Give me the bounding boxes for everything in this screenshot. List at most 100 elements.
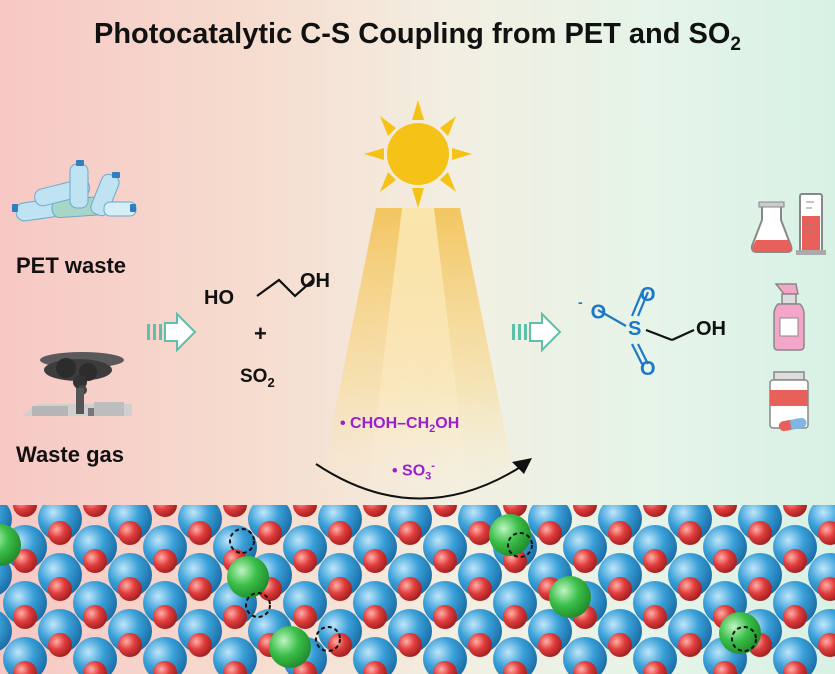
- red-atom: [328, 577, 352, 601]
- red-atom: [783, 605, 807, 629]
- red-atom: [363, 661, 387, 674]
- red-atom: [188, 521, 212, 545]
- ho-group: HO: [204, 287, 234, 309]
- red-atom: [118, 521, 142, 545]
- red-atom: [363, 605, 387, 629]
- red-atom: [783, 505, 807, 517]
- red-atom: [713, 661, 737, 674]
- red-atom: [48, 521, 72, 545]
- red-atom: [83, 549, 107, 573]
- o-bottom-atom: O: [640, 358, 656, 380]
- waste-gas-label: Waste gas: [16, 442, 125, 467]
- capsule-icon: [778, 417, 807, 432]
- red-atom: [398, 577, 422, 601]
- red-atom: [258, 521, 282, 545]
- red-atom: [153, 661, 177, 674]
- oh-group: OH: [300, 270, 330, 292]
- red-atom: [678, 577, 702, 601]
- sun-icon: [364, 100, 472, 208]
- catalyst-surface: [0, 505, 835, 674]
- red-atom: [433, 661, 457, 674]
- red-atom: [643, 505, 667, 517]
- red-atom: [223, 505, 247, 517]
- red-atom: [293, 549, 317, 573]
- o-minus-atom: -O: [578, 294, 607, 324]
- product-oh-group: OH: [696, 318, 726, 340]
- red-atom: [433, 605, 457, 629]
- green-atom: [269, 626, 311, 668]
- red-atom: [293, 505, 317, 517]
- red-atom: [503, 505, 527, 517]
- red-atom: [48, 633, 72, 657]
- so2-sub: 2: [267, 374, 275, 390]
- oxygen-vacancy: [315, 626, 341, 652]
- plus-sign: +: [254, 321, 267, 346]
- red-atom: [13, 661, 37, 674]
- red-atom: [153, 549, 177, 573]
- blue-atom: [213, 637, 257, 674]
- blue-atom: [633, 637, 677, 674]
- red-atom: [713, 505, 737, 517]
- smokestack-icon: [22, 352, 132, 416]
- red-atom: [118, 577, 142, 601]
- graduated-cylinder-icon: [796, 193, 826, 255]
- red-atom: [223, 605, 247, 629]
- red-atom: [118, 633, 142, 657]
- red-atom: [538, 521, 562, 545]
- blue-atom: [493, 637, 537, 674]
- red-atom: [643, 549, 667, 573]
- so2-main: SO: [240, 366, 268, 387]
- red-atom: [363, 549, 387, 573]
- blue-atom: [353, 637, 397, 674]
- plastic-bottles-icon: [12, 160, 137, 222]
- red-atom: [83, 661, 107, 674]
- red-atom: [818, 521, 835, 545]
- pet-waste-label: PET waste: [16, 253, 127, 278]
- blue-atom: [563, 637, 607, 674]
- flask-icon: [750, 201, 793, 253]
- oxygen-vacancy: [507, 532, 533, 558]
- red-atom: [13, 549, 37, 573]
- green-atom: [489, 514, 531, 556]
- red-atom: [783, 549, 807, 573]
- green-atom: [719, 612, 761, 654]
- product-structure: [597, 291, 695, 365]
- red-atom: [223, 661, 247, 674]
- red-atom: [83, 605, 107, 629]
- red-atom: [328, 521, 352, 545]
- charge-minus: -: [578, 294, 583, 310]
- red-atom: [48, 577, 72, 601]
- red-atom: [573, 661, 597, 674]
- red-atom: [188, 633, 212, 657]
- blue-atom: [0, 611, 12, 651]
- red-atom: [748, 577, 772, 601]
- page-title: Photocatalytic C-S Coupling from PET and…: [93, 18, 741, 55]
- red-atom: [13, 505, 37, 517]
- spray-bottle-icon: [773, 283, 805, 351]
- red-atom: [468, 577, 492, 601]
- red-atom: [678, 521, 702, 545]
- red-atom: [608, 577, 632, 601]
- red-atom: [643, 661, 667, 674]
- red-atom: [818, 577, 835, 601]
- red-atom: [538, 633, 562, 657]
- radical-glycol: • CHOH–CH2OH: [340, 415, 460, 436]
- application-icons: [750, 193, 826, 432]
- red-atom: [573, 505, 597, 517]
- red-atom: [188, 577, 212, 601]
- green-atom: [549, 576, 591, 618]
- red-atom: [608, 633, 632, 657]
- red-atom: [433, 505, 457, 517]
- red-atom: [643, 605, 667, 629]
- red-atom: [433, 549, 457, 573]
- output-arrow-icon: [512, 312, 562, 352]
- red-atom: [363, 505, 387, 517]
- blue-atom: [423, 637, 467, 674]
- red-atom: [748, 521, 772, 545]
- red-atom: [783, 661, 807, 674]
- blue-atom: [73, 637, 117, 674]
- red-atom: [608, 521, 632, 545]
- red-atom: [818, 633, 835, 657]
- green-atom: [227, 556, 269, 598]
